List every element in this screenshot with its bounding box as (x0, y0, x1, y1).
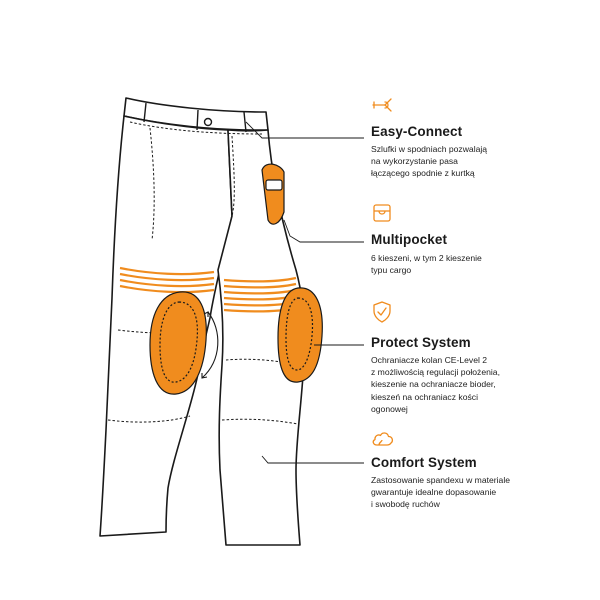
stretch-panel-right (223, 276, 299, 313)
cargo-pocket-flap (265, 179, 283, 191)
knee-pad-right-inner (285, 297, 314, 371)
leader-easy-connect (245, 121, 364, 139)
belt-loops (143, 102, 247, 133)
knee-pad-left (149, 291, 207, 395)
adjust-arrow-head-top (203, 311, 209, 317)
waist-button (203, 117, 213, 127)
feature-description: Ochraniacze kolan CE-Level 2 z możliwośc… (371, 355, 500, 414)
feature-title: Easy-Connect (371, 124, 463, 139)
feature-multipocket: Multipocket 6 kieszeni, w tym 2 kieszeni… (371, 202, 591, 282)
cargo-pocket (261, 163, 285, 225)
leader-multipocket (283, 219, 364, 243)
leader-lines (245, 121, 364, 464)
stretch-panel-left (119, 266, 215, 294)
feature-protect-system: Protect System Ochraniacze kolan CE-Leve… (371, 300, 591, 420)
adjust-arrow-head-bottom (201, 373, 208, 379)
shield-check-icon (371, 300, 393, 323)
knee-pad-left-inner (159, 301, 199, 383)
pocket-icon (371, 202, 393, 224)
adjust-arrow (201, 311, 219, 379)
belt-loop-icon (371, 96, 393, 118)
feature-title: Comfort System (371, 455, 477, 470)
cloud-icon (371, 430, 394, 452)
feature-comfort-system: Comfort System Zastosowanie spandexu w m… (371, 430, 591, 520)
feature-description: Zastosowanie spandexu w materiale gwaran… (371, 475, 511, 510)
feature-easy-connect: Easy-Connect Szlufki w spodniach pozwala… (371, 96, 591, 186)
leader-comfort-system (261, 455, 364, 464)
feature-title: Multipocket (371, 232, 448, 247)
knee-pad-right (277, 287, 323, 383)
feature-description: Szlufki w spodniach pozwalają na wykorzy… (371, 144, 488, 179)
feature-description: 6 kieszeni, w tym 2 kieszenie typu cargo (371, 253, 482, 276)
accent-panels (119, 163, 323, 395)
feature-title: Protect System (371, 335, 471, 350)
